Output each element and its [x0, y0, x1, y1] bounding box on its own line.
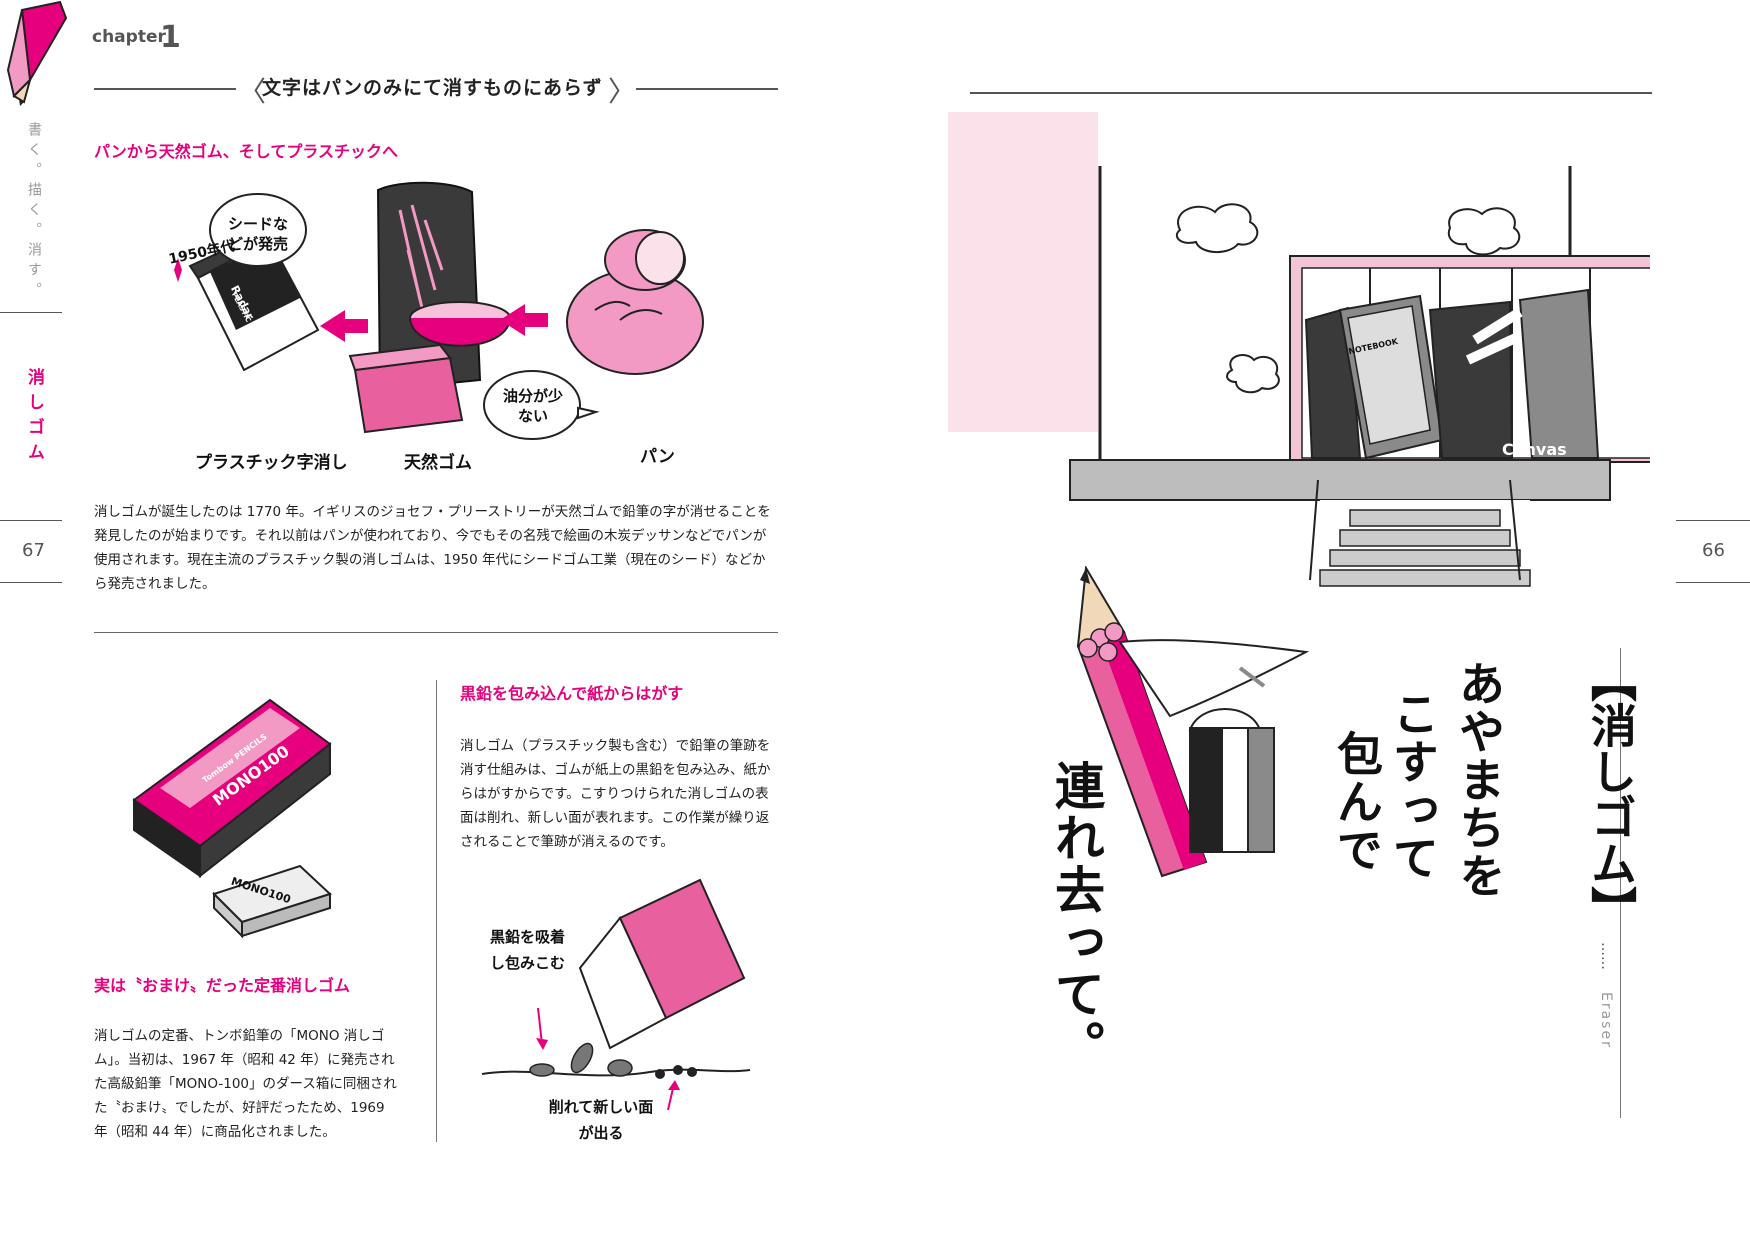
side-section: 消しゴム: [24, 368, 44, 468]
section3-title: 黒鉛を包み込んで紙からはがす: [460, 684, 684, 703]
section1-title: パンから天然ゴム、そしてプラスチックへ: [94, 142, 399, 161]
catch-col4: 連れ去って。: [1047, 760, 1105, 1072]
mono-eraser-illustration: [132, 698, 332, 939]
bubble-oil: 油分が少ない: [502, 387, 563, 425]
chapter-number: 1: [160, 20, 181, 55]
page-number-right: 66: [1702, 540, 1725, 561]
title-en: Eraser: [1598, 992, 1614, 1049]
chapter-label: chapter: [92, 27, 166, 47]
label-absorb: 黒鉛を吸着し包みこむ: [490, 928, 566, 972]
label-bread: パン: [640, 447, 675, 467]
label-rubber: 天然ゴム: [404, 453, 472, 473]
canvas-label: Canvas: [1502, 440, 1567, 459]
bubble-seed: シードなどが発売: [227, 215, 288, 253]
headline: 文字はパンのみにて消すものにあらず: [262, 77, 603, 99]
catch-col3: 包んで: [1330, 730, 1384, 874]
catch-col1: あやまちを: [1452, 660, 1506, 900]
side-tagline: 書く。描く。消す。: [26, 122, 42, 302]
pencil-eraser-mascot-illustration: [1076, 566, 1310, 878]
eraser-mechanism-illustration: [481, 878, 751, 1111]
title-dots: ……: [1598, 942, 1614, 970]
right-title: 【消しゴム】: [1584, 656, 1638, 932]
pink-backdrop: [948, 112, 1098, 432]
eraser-history-illustration: [174, 181, 704, 440]
title-box: [1580, 648, 1621, 1118]
headline-bracket-left: 〈: [238, 75, 267, 108]
section1-body: 消しゴムが誕生したのは 1770 年。イギリスのジョセフ・プリーストリーが天然ゴ…: [94, 504, 771, 592]
catch-col2: こすって: [1386, 690, 1440, 882]
label-plastic: プラスチック字消し: [195, 453, 348, 473]
section2-body: 消しゴムの定番、トンボ鉛筆の「MONO 消しゴム」。当初は、1967 年（昭和 …: [94, 1028, 397, 1140]
page-number-left: 67: [22, 540, 45, 561]
section2-title: 実は〝おまけ〟だった定番消しゴム: [94, 976, 351, 995]
label-new-surface: 削れて新しい面が出る: [548, 1098, 654, 1142]
shop-building-illustration: [1069, 166, 1650, 587]
pencil-icon: [6, 0, 68, 106]
headline-bracket-right: 〉: [608, 75, 637, 108]
section3-body: 消しゴム（プラスチック製も含む）で鉛筆の筆跡を消す仕組みは、ゴムが紙上の黒鉛を包…: [460, 738, 771, 850]
